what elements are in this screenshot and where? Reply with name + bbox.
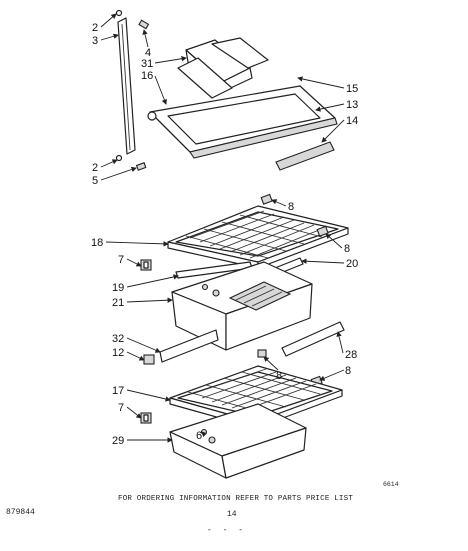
- clip-part-8c: [257, 349, 267, 358]
- shelf-support-rail: [115, 9, 136, 162]
- crisper-drawer-21: [171, 261, 313, 351]
- callout-18: 18: [91, 237, 103, 249]
- callout-32: 32: [112, 333, 124, 345]
- callout-8-a: 8: [288, 201, 294, 213]
- screw-part-4: [138, 19, 150, 30]
- callout-12: 12: [112, 347, 124, 359]
- callout-29: 29: [112, 435, 124, 447]
- crisper-cover-18: [167, 205, 349, 269]
- crisper-drawer-29: [169, 403, 307, 479]
- callout-4: 4: [145, 47, 151, 59]
- callout-14: 14: [346, 115, 358, 127]
- roller-part-12: [143, 354, 155, 365]
- callout-16: 16: [141, 70, 153, 82]
- diagram-id: 6614: [383, 481, 399, 488]
- screw-part-5: [135, 162, 147, 171]
- callout-8-c: 8: [276, 370, 282, 382]
- callout-28: 28: [345, 349, 357, 361]
- document-code: 879844: [6, 508, 35, 517]
- trim-bar-14: [275, 141, 335, 171]
- callout-19: 19: [112, 282, 124, 294]
- callout-17: 17: [112, 385, 124, 397]
- callout-31: 31: [141, 58, 153, 70]
- callout-3: 3: [92, 35, 98, 47]
- callout-labels: 2 3 4 31 16 15 13 14 2 5 8 18 8 7 20 19 …: [91, 22, 358, 447]
- clip-part-8a: [260, 193, 273, 205]
- callout-7-b: 7: [118, 402, 124, 414]
- callout-2-bottom: 2: [92, 162, 98, 174]
- page-number: 14: [227, 510, 237, 519]
- ordering-note: FOR ORDERING INFORMATION REFER TO PARTS …: [118, 495, 354, 503]
- callout-7-a: 7: [118, 254, 124, 266]
- callout-20: 20: [346, 258, 358, 270]
- leader-lines: [100, 13, 345, 443]
- callout-21: 21: [112, 297, 124, 309]
- storage-bin-31: [177, 37, 269, 99]
- footer-dashes: - - -: [207, 526, 247, 535]
- drawer-rail-28: [281, 321, 345, 357]
- callout-2-top: 2: [92, 22, 98, 34]
- callout-8-d: 8: [345, 365, 351, 377]
- drawer-rail-32: [159, 329, 219, 363]
- glass-shelf-assembly: [147, 85, 338, 159]
- callout-13: 13: [346, 99, 358, 111]
- clip-part-7a: [140, 259, 152, 271]
- clip-part-7b: [140, 412, 152, 424]
- callout-5: 5: [92, 175, 98, 187]
- callout-15: 15: [346, 83, 358, 95]
- callout-8-b: 8: [344, 243, 350, 255]
- callout-6: 6: [196, 430, 202, 442]
